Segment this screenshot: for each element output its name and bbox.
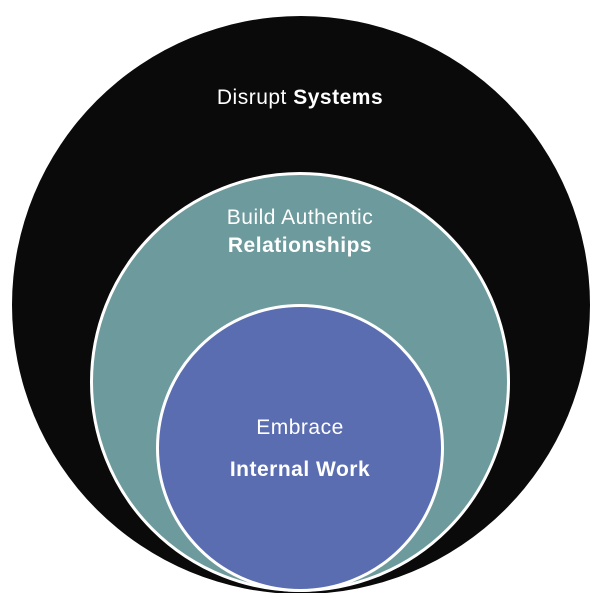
inner-label-bold: Internal Work: [229, 458, 371, 482]
middle-circle-label: Build Authentic Relationships: [0, 204, 600, 261]
inner-circle-embrace-internal-work: [156, 304, 444, 592]
inner-circle-label: Embrace Internal Work: [0, 414, 600, 485]
outer-circle-label: Disrupt Systems: [0, 84, 600, 112]
outer-label-regular: Disrupt: [216, 86, 294, 109]
inner-label-regular: Embrace: [256, 416, 344, 439]
middle-label-regular: Build Authentic: [226, 206, 374, 229]
outer-label-bold: Systems: [293, 86, 384, 109]
middle-label-bold: Relationships: [227, 234, 373, 258]
